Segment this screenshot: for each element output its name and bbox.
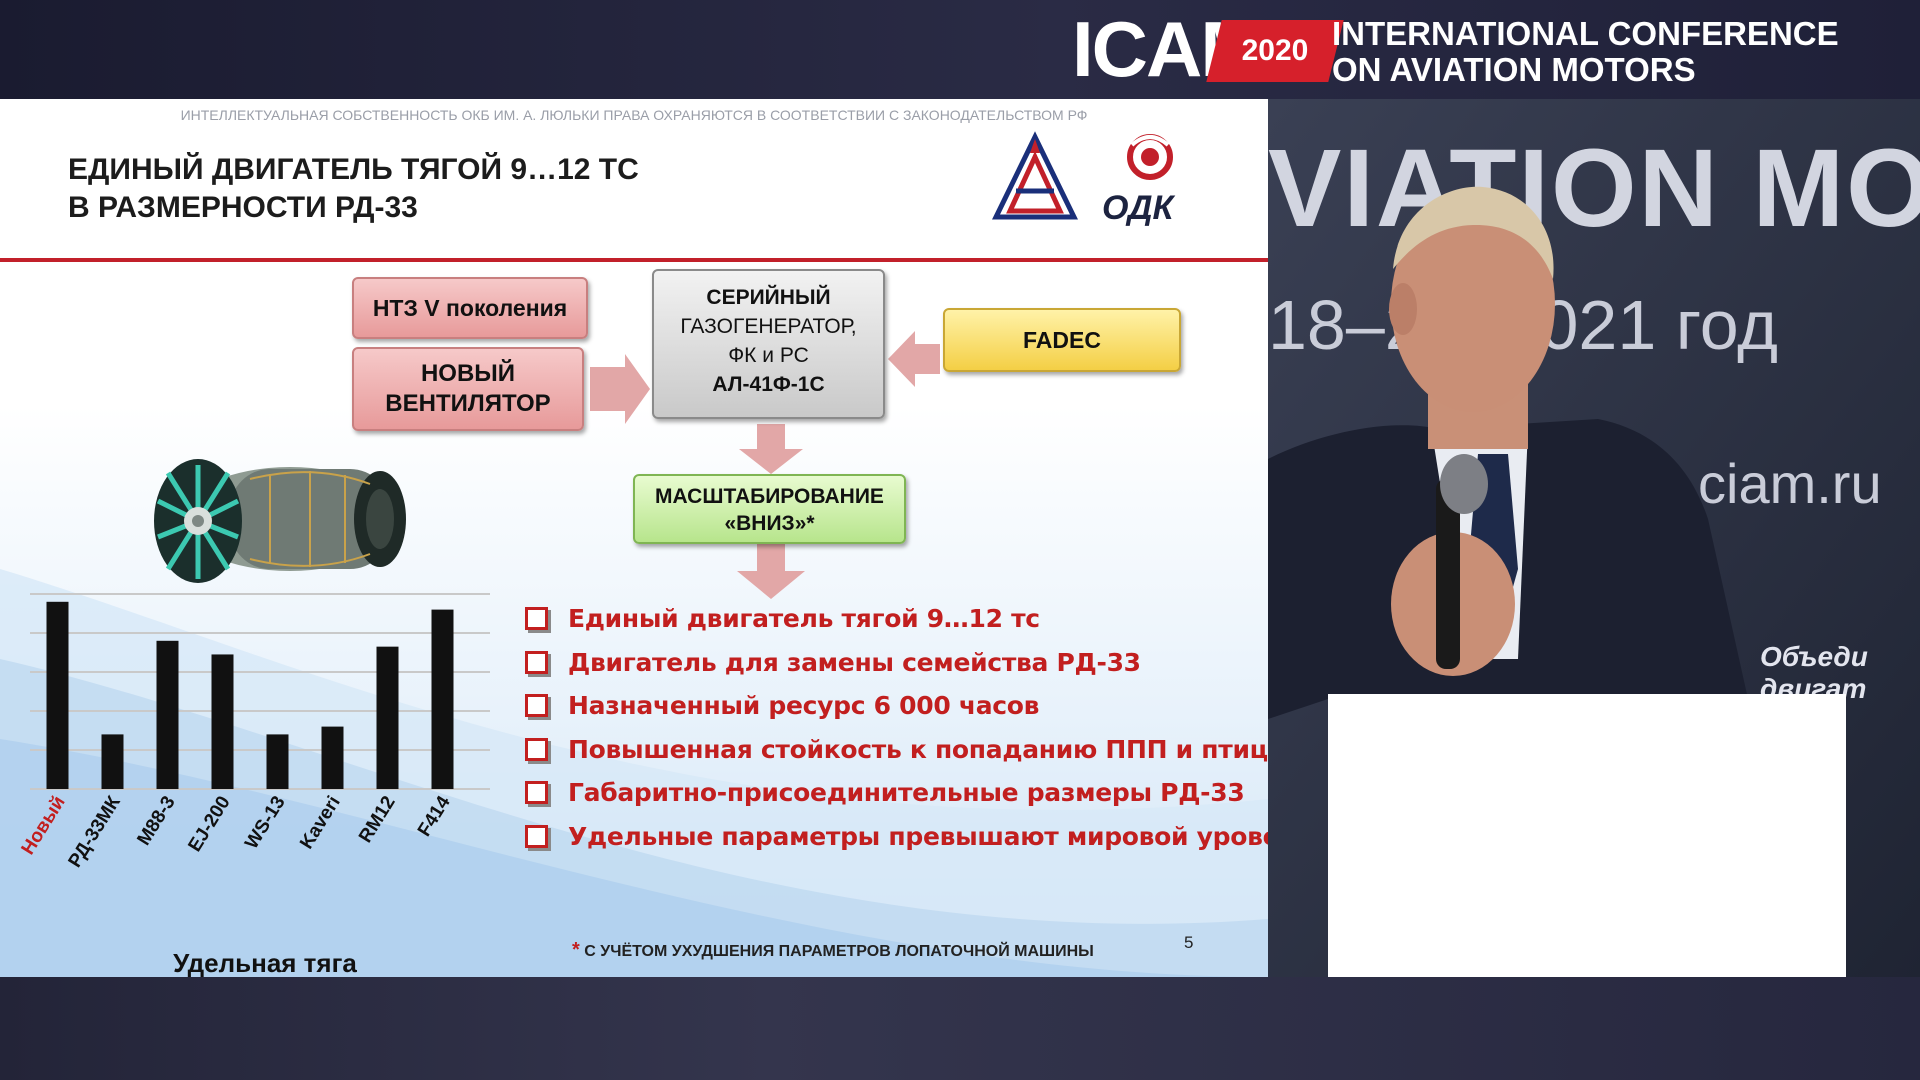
lectern	[1328, 694, 1846, 977]
bottom-band	[0, 977, 1920, 1080]
backdrop-side-line1: Объеди	[1760, 641, 1868, 672]
bullet-text: Назначенный ресурс 6 000 часов	[568, 691, 1040, 721]
core-line2: ГАЗОГЕНЕРАТОР,	[680, 315, 857, 338]
chart-xlabel: Удельная тяга	[173, 948, 357, 977]
core-line4: АЛ-41Ф-1С	[712, 373, 825, 396]
chart-bar-2	[156, 640, 179, 789]
bullet-text: Единый двигатель тягой 9…12 тс	[568, 604, 1040, 634]
checkbox-icon	[525, 824, 548, 848]
slide-title-line2: В РАЗМЕРНОСТИ РД-33	[68, 191, 418, 224]
bullet-item: Повышенная стойкость к попаданию ППП и п…	[525, 728, 1268, 772]
checkbox-icon	[525, 607, 548, 631]
speaker-figure	[1268, 186, 1748, 719]
bullet-item: Единый двигатель тягой 9…12 тс	[525, 597, 1268, 641]
lyulka-logo-icon	[992, 131, 1078, 220]
footnote-star: *	[572, 939, 580, 961]
chart-category-label-0: Новый	[20, 793, 70, 859]
bullet-item: Габаритно-присоединительные размеры РД-3…	[525, 771, 1268, 815]
bullet-text: Двигатель для замены семейства РД-33	[568, 647, 1141, 677]
scale-down-line2: «ВНИЗ»*	[724, 512, 815, 535]
bullet-list: Единый двигатель тягой 9…12 тс Двигатель…	[525, 597, 1268, 858]
engine-illustration-icon	[154, 459, 406, 583]
chart-bar-7	[431, 609, 454, 789]
bullet-text: Габаритно-присоединительные размеры РД-3…	[568, 778, 1245, 808]
new-fan-box: НОВЫЙ ВЕНТИЛЯТОР	[352, 347, 584, 431]
flow-arrows	[590, 331, 940, 599]
odk-logo-icon	[1127, 134, 1173, 180]
chart-category-label-4: WS-13	[241, 793, 290, 853]
chart-bar-5	[321, 726, 344, 789]
chart-category-label-6: RM12	[355, 793, 400, 847]
conference-header: ICAM 2020 INTERNATIONAL CONFERENCE ON AV…	[0, 0, 1920, 99]
backdrop-url: ciam.ru	[1698, 452, 1882, 515]
bullet-item: Удельные параметры превышают мировой уро…	[525, 815, 1268, 859]
chart-category-label-7: F414	[414, 792, 455, 840]
chart-bar-6	[376, 646, 399, 789]
conference-title-line2: ON AVIATION MOTORS	[1332, 51, 1696, 88]
chart-category-label-3: EJ-200	[184, 793, 234, 856]
core-box: СЕРИЙНЫЙ ГАЗОГЕНЕРАТОР, ФК и РС АЛ-41Ф-1…	[652, 269, 885, 419]
ntz-box: НТЗ V поколения	[352, 277, 588, 339]
core-line3: ФК и РС	[728, 344, 809, 367]
chart-category-label-5: Kaveri	[296, 793, 345, 853]
checkbox-icon	[525, 694, 548, 718]
core-line1: СЕРИЙНЫЙ	[706, 286, 831, 309]
backdrop-title: VIATION MO	[1268, 127, 1920, 250]
fadec-box: FADEC	[943, 308, 1181, 372]
odk-logo-text: ОДК	[1102, 189, 1176, 227]
checkbox-icon	[525, 650, 548, 674]
arrow-fadec-to-core	[888, 331, 940, 387]
bullet-text: Удельные параметры превышают мировой уро…	[568, 821, 1268, 851]
arrow-scale-to-bullets	[737, 544, 805, 599]
checkbox-icon	[525, 737, 548, 761]
title-divider	[0, 258, 1268, 262]
scale-down-line1: МАСШТАБИРОВАНИЕ	[655, 485, 884, 508]
speaker-video-panel: VIATION MO 18–2 я 2021 год ciam.ru Объед…	[1268, 99, 1920, 977]
conference-title: INTERNATIONAL CONFERENCE ON AVIATION MOT…	[1332, 16, 1839, 88]
bullet-text: Повышенная стойкость к попаданию ППП и п…	[568, 734, 1268, 764]
chart-bar-3	[211, 654, 234, 789]
copyright-notice: ИНТЕЛЛЕКТУАЛЬНАЯ СОБСТВЕННОСТЬ ОКБ ИМ. А…	[180, 107, 1088, 123]
bullet-item: Назначенный ресурс 6 000 часов	[525, 684, 1268, 728]
conference-title-line1: INTERNATIONAL CONFERENCE	[1332, 15, 1839, 52]
slide-title-line1: ЕДИНЫЙ ДВИГАТЕЛЬ ТЯГОЙ 9…12 ТС	[68, 153, 639, 186]
new-fan-line2: ВЕНТИЛЯТОР	[385, 390, 551, 417]
chart-bar-4	[266, 734, 289, 789]
bullet-item: Двигатель для замены семейства РД-33	[525, 641, 1268, 685]
arrow-core-to-scale	[739, 424, 803, 474]
icam-year-badge: 2020	[1206, 20, 1344, 82]
new-fan-line1: НОВЫЙ	[420, 360, 516, 387]
slide-title: ЕДИНЫЙ ДВИГАТЕЛЬ ТЯГОЙ 9…12 ТС В РАЗМЕРН…	[68, 151, 639, 227]
checkbox-icon	[525, 781, 548, 805]
chart-bar-1	[101, 734, 124, 789]
chart-category-label-2: M88-3	[133, 793, 179, 850]
icam-year: 2020	[1241, 34, 1309, 67]
footnote-text: С УЧЁТОМ УХУДШЕНИЯ ПАРАМЕТРОВ ЛОПАТОЧНОЙ…	[584, 943, 1094, 960]
footnote: * С УЧЁТОМ УХУДШЕНИЯ ПАРАМЕТРОВ ЛОПАТОЧН…	[572, 939, 1094, 962]
chart-category-label-1: РД-33МК	[65, 792, 125, 871]
page-number: 5	[1184, 933, 1194, 952]
chart-bar-0	[46, 601, 69, 789]
scale-down-box: МАСШТАБИРОВАНИЕ «ВНИЗ»*	[633, 474, 906, 544]
presentation-slide: ИНТЕЛЛЕКТУАЛЬНАЯ СОБСТВЕННОСТЬ ОКБ ИМ. А…	[0, 99, 1268, 977]
company-logos: ОДК	[992, 131, 1176, 227]
arrow-fan-to-core	[590, 354, 650, 424]
